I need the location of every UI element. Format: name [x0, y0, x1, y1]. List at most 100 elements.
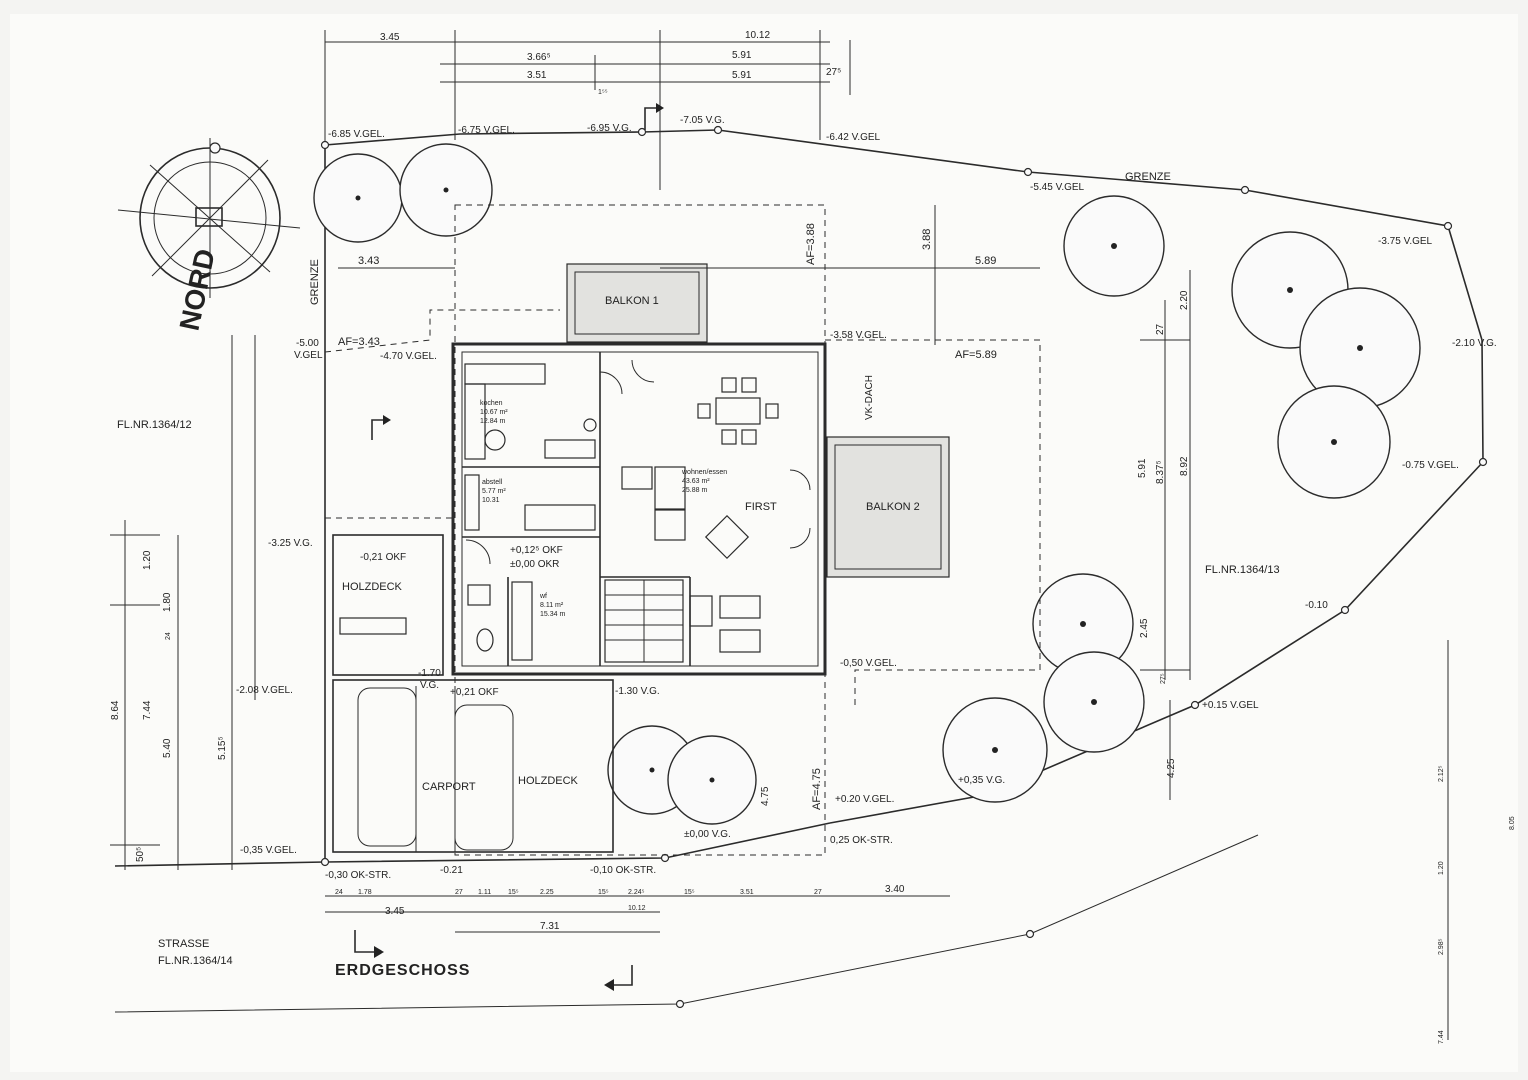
level-l3: -6.95 V.G. — [587, 123, 632, 134]
house: kochen 10.67 m² 12.84 m abstell 5.77 m² … — [451, 342, 827, 676]
label-grenze-left: GRENZE — [309, 259, 321, 305]
level-okf-021-plus: +0,21 OKF — [450, 687, 499, 698]
dim-b-224: 2.24⁵ — [628, 889, 645, 896]
dim-top-591b: 5.91 — [732, 70, 752, 81]
dim-b-1012: 10.12 — [628, 905, 646, 912]
level-l9: -0.75 V.GEL. — [1402, 460, 1459, 471]
dim-b-27b: 27 — [814, 889, 822, 896]
af-475: AF=4.75 — [811, 768, 823, 810]
room-wc-area: 8.11 m² — [540, 602, 564, 609]
room-kochen-name: kochen — [480, 400, 503, 407]
room-wc-name: wf — [539, 593, 547, 600]
dim-425: 4.25 — [1166, 758, 1177, 778]
level-l14: 0,25 OK-STR. — [830, 835, 893, 846]
level-annotations: -6.85 V.GEL. -6.75 V.GEL. -6.95 V.G. -7.… — [236, 115, 1497, 881]
dim-top-591a: 5.91 — [732, 50, 752, 61]
dim-top-1012: 10.12 — [745, 30, 770, 41]
dim-27a: 27 — [1155, 323, 1166, 335]
label-holzdeck-west: HOLZDECK — [342, 581, 403, 593]
dim-b-351: 3.51 — [740, 889, 754, 896]
dim-180: 1.80 — [162, 592, 173, 612]
dim-24: 24 — [165, 632, 172, 640]
room-wohnen-name: wohnen/essen — [681, 469, 727, 476]
dimensions-far-right: 2.12⁵ 1.20 2.98⁵ 7.44 8.05 — [1438, 640, 1516, 1044]
dim-b-225: 2.25 — [540, 889, 554, 896]
dimensions-right: 3.88 5.89 2.20 27 5.91 8.37⁵ 8.92 2.45 2… — [660, 205, 1191, 806]
dim-b-345: 3.45 — [385, 906, 405, 917]
label-vk-dach: VK-DACH — [864, 375, 875, 420]
dim-892: 8.92 — [1179, 456, 1190, 476]
parcel-labels: FL.NR.1364/12 FL.NR.1364/13 STRASSE FL.N… — [117, 419, 1280, 979]
room-wohnen-area: 43.63 m² — [682, 478, 710, 485]
dim-540: 5.40 — [162, 738, 173, 758]
area-labels: AF=3.43 AF=3.88 AF=5.89 AF=4.75 VK-DACH — [338, 223, 997, 810]
level-l5: -6.42 V.GEL — [826, 132, 881, 143]
dim-343: 3.43 — [358, 255, 379, 267]
level-okf-021-minus: -0,21 OKF — [360, 552, 406, 563]
dim-top-366: 3.66⁵ — [527, 52, 551, 63]
label-grenze-top: GRENZE — [1125, 171, 1171, 183]
room-abstell-area: 5.77 m² — [482, 488, 506, 495]
top-dimension-chains: 3.45 10.12 3.66⁵ 5.91 3.51 5.91 27⁵ 1⁵⁵ — [324, 30, 851, 190]
room-kochen-perimeter: 12.84 m — [480, 418, 505, 425]
trees — [313, 143, 1421, 825]
dim-top-275: 27⁵ — [826, 67, 841, 78]
level-l15: ±0,00 V.G. — [684, 829, 731, 840]
dim-r-212: 2.12⁵ — [1438, 765, 1445, 782]
room-wohnen-perimeter: 25.88 m — [682, 487, 707, 494]
dim-220: 2.20 — [1179, 290, 1190, 310]
level-l21: -1.70 — [418, 668, 441, 679]
dim-837: 8.37⁵ — [1155, 460, 1166, 484]
dim-864: 8.64 — [110, 700, 121, 720]
property-boundary: GRENZE GRENZE — [114, 125, 1488, 1013]
dim-r-298: 2.98⁵ — [1438, 938, 1445, 955]
dim-245: 2.45 — [1139, 618, 1150, 638]
dim-50: 50⁵ — [135, 847, 146, 862]
level-l19: -0,35 V.GEL. — [240, 845, 297, 856]
level-l10: -0.10 — [1305, 600, 1328, 611]
dim-475: 4.75 — [760, 786, 771, 806]
paper-sheet — [10, 14, 1518, 1072]
room-kochen-area: 10.67 m² — [480, 409, 508, 416]
level-l4: -7.05 V.G. — [680, 115, 725, 126]
dim-b-155b: 15⁵ — [598, 889, 609, 896]
dim-b-155c: 15⁵ — [684, 889, 695, 896]
level-l20: -2.08 V.GEL. — [236, 685, 293, 696]
dim-744: 7.44 — [142, 700, 153, 720]
dim-top-351: 3.51 — [527, 70, 547, 81]
level-l23: -1.30 V.G. — [615, 686, 660, 697]
dim-top-155: 1⁵⁵ — [598, 89, 608, 96]
level-l28: -4.70 V.GEL. — [380, 351, 437, 362]
dimensions-bottom: 24 1.78 27 1.11 15⁵ 2.25 15⁵ 2.24⁵ 15⁵ 3… — [325, 884, 950, 933]
dim-r-744: 7.44 — [1438, 1030, 1445, 1044]
level-l7: -3.75 V.GEL — [1378, 236, 1433, 247]
level-l29: -3.25 V.G. — [268, 538, 313, 549]
dim-b-155a: 15⁵ — [508, 889, 519, 896]
dim-b-731: 7.31 — [540, 921, 560, 932]
dim-120: 1.20 — [142, 550, 153, 570]
level-l2: -6.75 V.GEL. — [458, 125, 515, 136]
level-l6: -5.45 V.GEL — [1030, 182, 1085, 193]
dim-b-340: 3.40 — [885, 884, 905, 895]
dimensions-left: 3.43 1.20 8.64 5.15⁵ 50⁵ 5.40 7.44 1.80 … — [110, 255, 455, 870]
parcel-east: FL.NR.1364/13 — [1205, 564, 1280, 576]
af-388: AF=3.88 — [805, 223, 817, 265]
label-balkon-1: BALKON 1 — [605, 295, 659, 307]
dim-top-345: 3.45 — [380, 32, 400, 43]
dim-515: 5.15⁵ — [217, 736, 228, 760]
dim-388: 3.88 — [921, 229, 933, 250]
level-l22: V.G. — [420, 680, 439, 691]
dim-589: 5.89 — [975, 255, 996, 267]
level-l27: V.GEL — [294, 350, 323, 361]
holzdeck-carport: HOLZDECK -0,21 OKF CARPORT HOLZDECK +0,2… — [332, 534, 614, 853]
balconies: BALKON 1 BALKON 2 — [566, 263, 950, 578]
level-l12: +0,35 V.G. — [958, 775, 1005, 786]
section-arrows — [354, 103, 664, 991]
dim-591: 5.91 — [1137, 458, 1148, 478]
label-holzdeck-carport: HOLZDECK — [518, 775, 579, 787]
dim-r-805: 8.05 — [1509, 816, 1516, 830]
dim-27b: 27⁵ — [1160, 673, 1167, 684]
level-okf-125: +0,12⁵ OKF — [510, 545, 563, 556]
